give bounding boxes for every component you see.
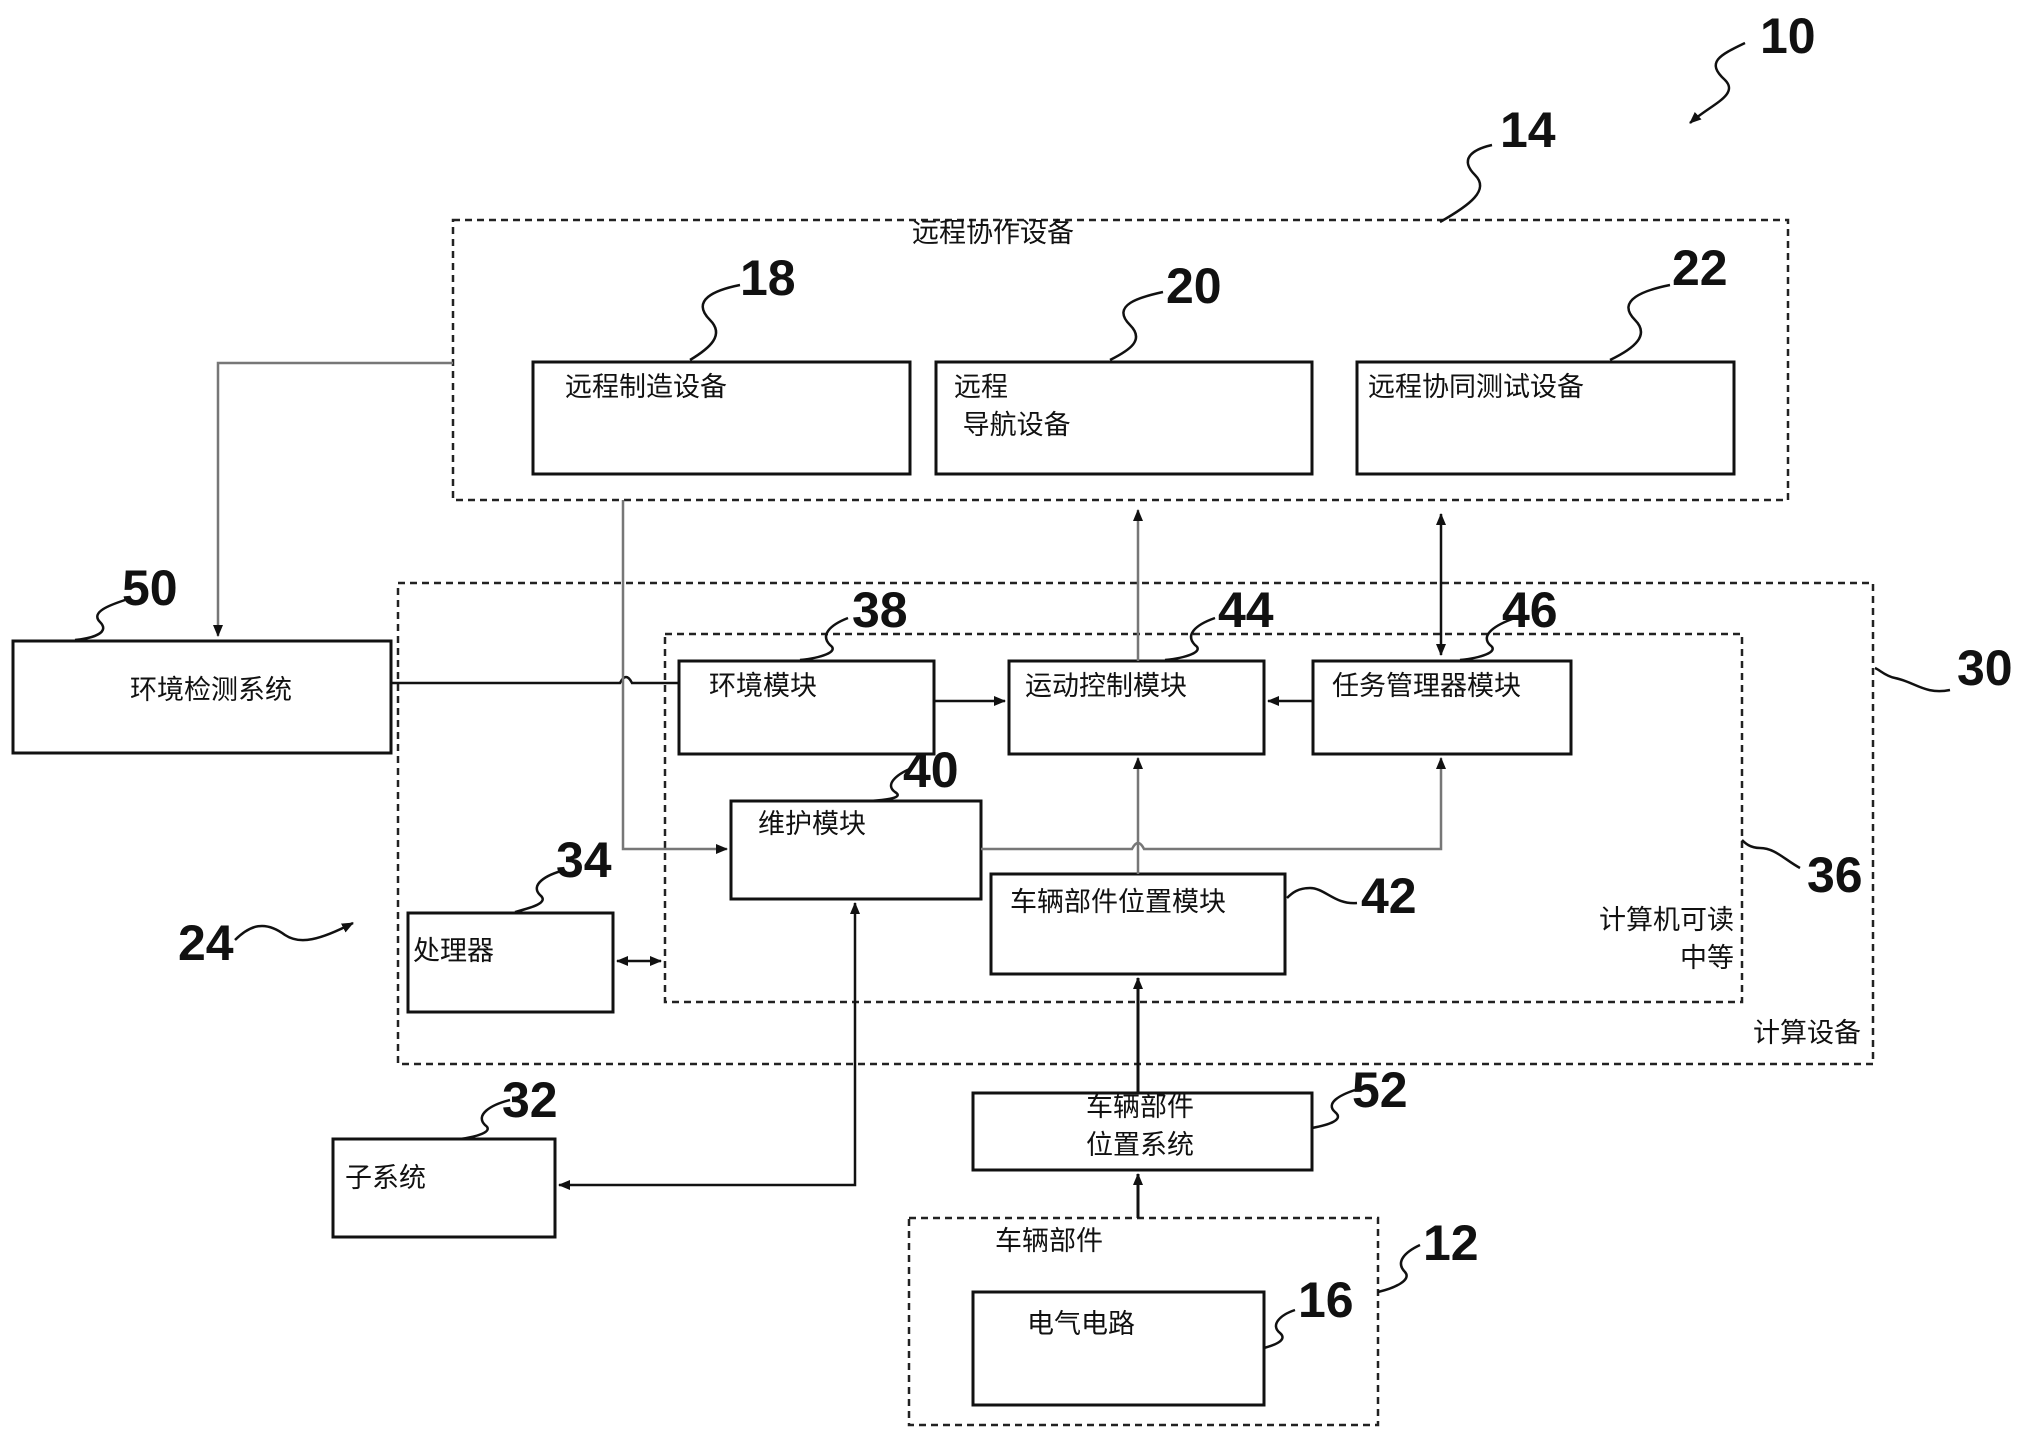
leader-24 bbox=[234, 921, 354, 942]
maintenance-to-task-mgr-line bbox=[981, 757, 1446, 851]
collab-to-maintenance-line bbox=[621, 500, 728, 854]
ref-38: 38 bbox=[852, 582, 908, 638]
remote-mfg-box bbox=[531, 360, 912, 476]
maintenance-label: 维护模块 bbox=[758, 809, 866, 840]
collab-to-env-detect-line bbox=[213, 361, 453, 637]
ref-30: 30 bbox=[1957, 640, 2013, 696]
reference-leaders bbox=[74, 41, 1951, 1350]
ref-24: 24 bbox=[178, 915, 234, 971]
leader-16 bbox=[1263, 1308, 1296, 1350]
part-pos-module-label: 车辆部件位置模块 bbox=[1010, 887, 1226, 918]
remote-collab-container bbox=[451, 218, 1790, 502]
ref-20: 20 bbox=[1166, 258, 1222, 314]
leader-12 bbox=[1377, 1243, 1421, 1294]
circuit-label: 电气电路 bbox=[1027, 1309, 1135, 1340]
leader-34 bbox=[514, 868, 566, 914]
leader-40 bbox=[869, 766, 913, 803]
remote-nav-box bbox=[934, 360, 1314, 476]
ref-40: 40 bbox=[903, 742, 959, 798]
leader-50 bbox=[74, 598, 126, 642]
leader-42 bbox=[1286, 886, 1358, 905]
ref-32: 32 bbox=[502, 1072, 558, 1128]
leader-46 bbox=[1459, 616, 1516, 662]
ref-34: 34 bbox=[556, 832, 612, 888]
vehicle-part-container bbox=[907, 1216, 1380, 1427]
processor-label: 处理器 bbox=[413, 936, 494, 967]
vehicle-part-label: 车辆部件 bbox=[995, 1226, 1103, 1257]
env-detect-label: 环境检测系统 bbox=[130, 675, 292, 706]
computing-device-label: 计算设备 bbox=[1753, 1018, 1861, 1049]
part-pos-system-box bbox=[971, 1091, 1314, 1172]
crm-label: 计算机可读 中等 bbox=[1599, 905, 1734, 974]
leader-32 bbox=[459, 1098, 511, 1141]
ref-10: 10 bbox=[1760, 8, 1816, 64]
ref-46: 46 bbox=[1502, 582, 1558, 638]
maintenance-box bbox=[729, 799, 983, 901]
motion-ctrl-box bbox=[1007, 659, 1266, 756]
ref-18: 18 bbox=[740, 250, 796, 306]
ref-36: 36 bbox=[1807, 847, 1863, 903]
env-detect-box bbox=[11, 639, 393, 755]
env-module-label: 环境模块 bbox=[709, 671, 817, 702]
leader-20 bbox=[1109, 290, 1164, 362]
crm-container bbox=[663, 632, 1744, 1004]
leader-10 bbox=[1689, 41, 1746, 124]
computing-device-container bbox=[396, 581, 1875, 1066]
circuit-box bbox=[971, 1290, 1266, 1407]
part-pos-module-box bbox=[989, 872, 1287, 976]
maintenance-subsystem-bidir-arrow bbox=[558, 902, 860, 1190]
ref-42: 42 bbox=[1361, 868, 1417, 924]
subsystem-box bbox=[331, 1137, 557, 1239]
leader-36 bbox=[1741, 839, 1801, 870]
remote-mfg-label: 远程制造设备 bbox=[565, 372, 727, 403]
motion-ctrl-label: 运动控制模块 bbox=[1025, 671, 1187, 702]
env-detect-to-env-module-line bbox=[391, 675, 679, 685]
task-mgr-label: 任务管理器模块 bbox=[1332, 671, 1521, 702]
leader-52 bbox=[1311, 1088, 1356, 1130]
part-pos-system-label: 车辆部件 位置系统 bbox=[1086, 1092, 1194, 1161]
ref-16: 16 bbox=[1298, 1272, 1354, 1328]
remote-test-box bbox=[1355, 360, 1736, 476]
leader-14 bbox=[1439, 143, 1493, 224]
ref-50: 50 bbox=[122, 560, 178, 616]
ref-22: 22 bbox=[1672, 240, 1728, 296]
remote-nav-label: 远程 导航设备 bbox=[954, 372, 1071, 441]
ref-14: 14 bbox=[1500, 102, 1556, 158]
env-module-box bbox=[677, 659, 936, 756]
subsystem-label: 子系统 bbox=[345, 1163, 426, 1194]
leader-30 bbox=[1874, 666, 1951, 693]
remote-test-label: 远程协同测试设备 bbox=[1368, 372, 1584, 403]
ref-52: 52 bbox=[1352, 1062, 1408, 1118]
ref-44: 44 bbox=[1218, 582, 1274, 638]
leader-18 bbox=[689, 283, 741, 362]
ref-12: 12 bbox=[1423, 1215, 1479, 1271]
remote-collab-label: 远程协作设备 bbox=[912, 218, 1074, 249]
leader-38 bbox=[799, 616, 849, 662]
leader-22 bbox=[1609, 283, 1671, 362]
leader-44 bbox=[1164, 616, 1216, 662]
task-mgr-box bbox=[1311, 659, 1573, 756]
